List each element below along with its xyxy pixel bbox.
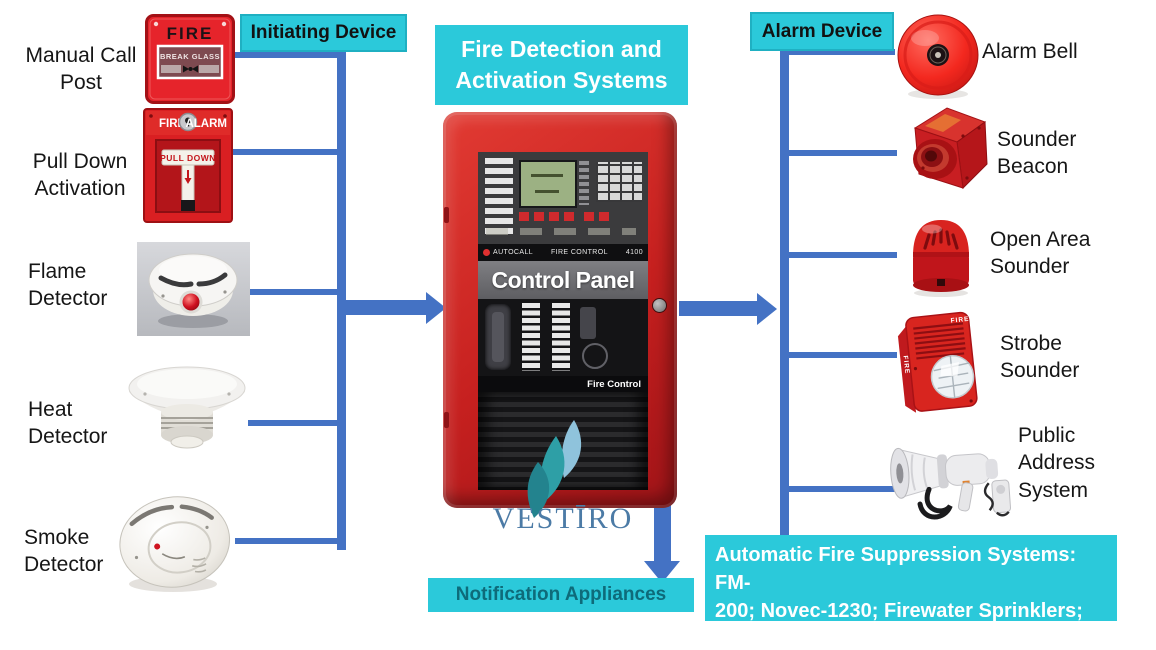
branch-heat-detector — [248, 420, 339, 426]
arrow-down-head — [644, 561, 680, 583]
smoke-detector-icon — [119, 496, 231, 592]
branch-call-point — [233, 52, 339, 58]
flame-detector-icon — [137, 242, 250, 336]
panel-fine-labels — [486, 228, 636, 235]
suppression-line-3: Foam Systems; Firewater Deluge Systems — [715, 628, 1030, 650]
microphone-icon — [580, 307, 596, 339]
label-alarm-bell: Alarm Bell — [982, 40, 1078, 63]
notification-appliances-text: Notification Appliances — [455, 584, 667, 605]
brand-model: 4100 — [625, 249, 643, 256]
heat-detector-icon — [128, 366, 246, 449]
panel-red-buttons-2 — [584, 212, 609, 221]
pull-station-icon: FIRE ALARM PULL DOWN — [143, 108, 233, 223]
suppression-systems-text: Automatic Fire Suppression Systems: FM- … — [705, 535, 1117, 650]
branch-flame-detector — [248, 289, 339, 295]
mic-cord-icon — [582, 343, 608, 369]
suppression-line-1: Automatic Fire Suppression Systems: FM- — [715, 544, 1077, 594]
arrow-out-of-panel-shaft — [679, 301, 758, 316]
switch-label-column-left — [522, 303, 540, 371]
brand-autocall: AUTOCALL — [493, 249, 534, 256]
branch-sounder-beacon — [786, 150, 897, 156]
arrow-into-panel-shaft — [346, 300, 427, 315]
label-open-area-sounder: Open Area Sounder — [990, 228, 1091, 279]
panel-hinge-top — [444, 207, 449, 223]
branch-smoke-detector — [235, 538, 339, 544]
megaphone-icon — [890, 447, 1012, 520]
label-pull-down-activation: Pull Down Activation — [32, 150, 128, 201]
control-panel: AUTOCALL FIRE CONTROL 4100 Control Panel — [443, 112, 677, 508]
label-sounder-beacon: Sounder Beacon — [997, 128, 1077, 179]
branch-alarm-bell — [786, 49, 895, 55]
strobe-fire-top-text: FIRE — [950, 316, 969, 325]
panel-lcd-screen — [519, 160, 577, 208]
switch-label-column-right — [552, 303, 570, 371]
notification-appliances-tag: Notification Appliances — [428, 578, 694, 612]
initiating-device-tag: Initiating Device — [240, 14, 407, 52]
branch-public-address — [786, 486, 895, 492]
panel-side-buttons — [579, 161, 589, 205]
control-panel-overlay-text: Control Panel — [491, 266, 635, 293]
vestiro-flame-logo-icon — [527, 420, 582, 518]
label-heat-detector: Heat Detector — [28, 398, 108, 449]
panel-inner-face: AUTOCALL FIRE CONTROL 4100 Control Panel — [478, 152, 648, 490]
label-strobe-sounder: Strobe Sounder — [1000, 332, 1080, 383]
panel-red-buttons — [519, 212, 577, 221]
strobe-fire-vertical-text: FIRE — [902, 355, 911, 374]
autocall-logo-icon — [483, 249, 490, 256]
vestiro-logo-text: VESTĪRO — [492, 502, 634, 535]
panel-door-lock — [652, 298, 667, 313]
call-point-fire-text: FIRE — [167, 24, 214, 43]
label-smoke-detector: Smoke Detector — [24, 526, 104, 577]
break-glass-call-point-icon: FIRE BREAK GLASS — [145, 14, 235, 104]
door-fire-control-text: Fire Control — [587, 378, 641, 390]
alarm-bell-icon — [897, 14, 979, 99]
brand-fire-control: FIRE CONTROL — [550, 249, 608, 256]
open-area-sounder-icon — [913, 220, 969, 297]
strobe-sounder-icon: FIRE FIRE — [897, 311, 978, 413]
diagram-title: Fire Detection and Activation Systems — [435, 25, 688, 105]
panel-keypad — [596, 162, 642, 202]
label-flame-detector: Flame Detector — [28, 260, 108, 311]
branch-strobe-sounder — [786, 352, 897, 358]
right-trunk-line — [780, 46, 789, 535]
panel-compartment — [478, 299, 648, 376]
panel-hinge-bottom — [444, 412, 449, 428]
suppression-line-2: 200; Novec-1230; Firewater Sprinklers; — [715, 600, 1083, 622]
panel-door-strip: Fire Control — [478, 376, 648, 392]
arrow-into-panel-head — [426, 292, 446, 324]
branch-open-area-sounder — [786, 252, 897, 258]
initiating-device-tag-text: Initiating Device — [250, 22, 397, 43]
label-public-address-system: Public Address System — [1018, 424, 1096, 502]
pull-station-handle-text: PULL DOWN — [160, 153, 216, 163]
panel-annunciator — [478, 152, 648, 244]
branch-pull-station — [231, 149, 339, 155]
pull-station-alarm-text: ALARM — [185, 118, 227, 130]
panel-brand-strip: AUTOCALL FIRE CONTROL 4100 — [478, 244, 648, 261]
sounder-beacon-icon — [913, 107, 988, 190]
left-trunk-line — [337, 50, 346, 550]
alarm-device-tag-text: Alarm Device — [761, 20, 883, 42]
arrow-down-shaft — [654, 505, 671, 563]
control-panel-band: Control Panel — [478, 261, 648, 299]
zone-label-strips — [485, 158, 513, 236]
alarm-device-tag: Alarm Device — [750, 12, 894, 51]
call-point-break-glass-text: BREAK GLASS — [160, 52, 220, 61]
telephone-handset-icon — [485, 304, 511, 370]
arrow-out-of-panel-head — [757, 293, 777, 325]
diagram-title-text: Fire Detection and Activation Systems — [455, 35, 668, 93]
label-manual-call-post: Manual Call Post — [25, 44, 137, 95]
suppression-systems-box: Automatic Fire Suppression Systems: FM- … — [705, 535, 1117, 650]
